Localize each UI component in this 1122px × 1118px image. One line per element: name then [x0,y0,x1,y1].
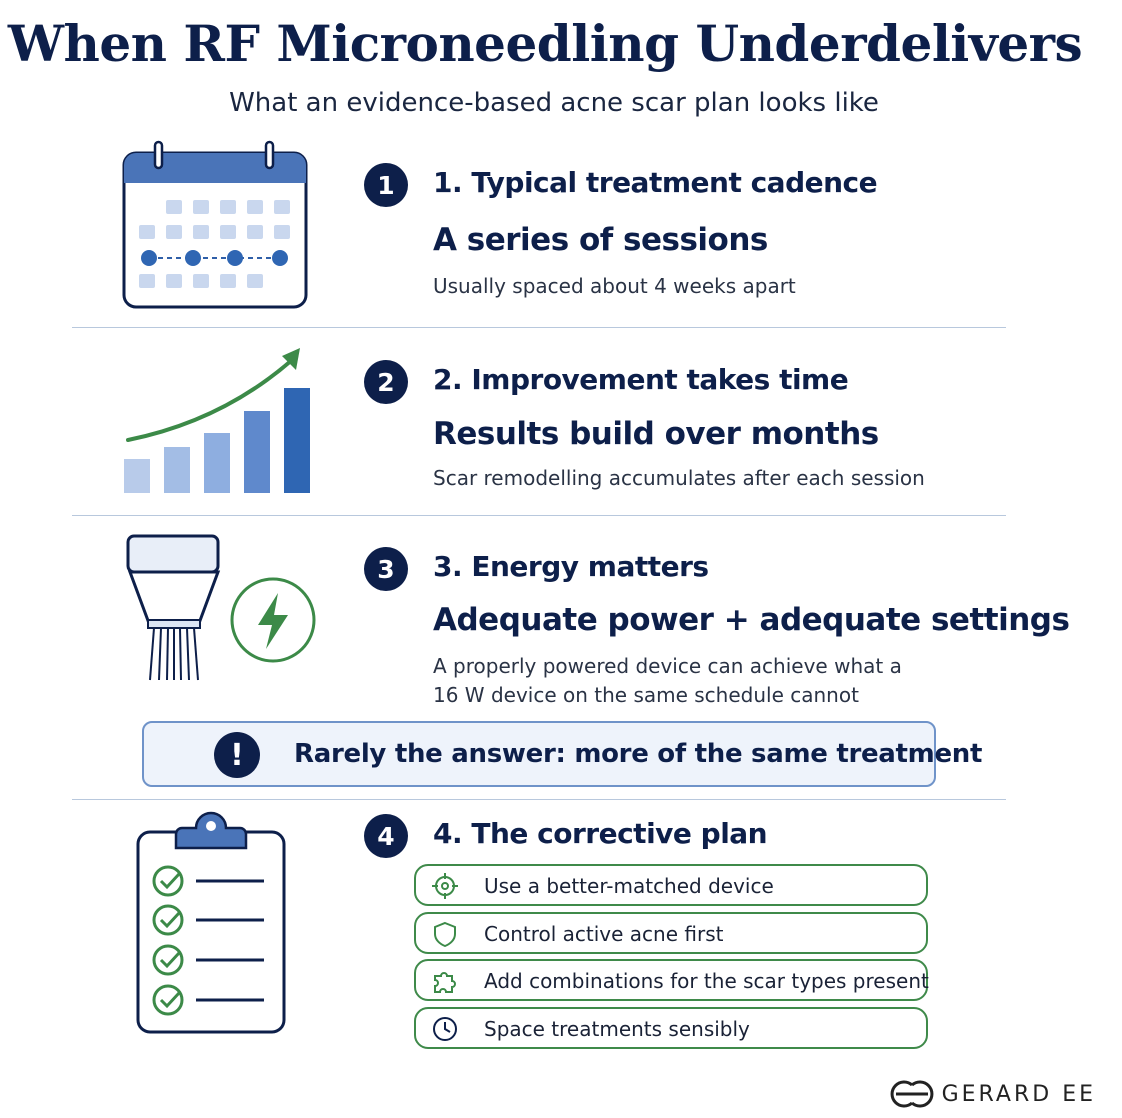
plan-item-label: Control active acne first [484,922,724,946]
warning-callout: ! Rarely the answer: more of the same tr… [142,721,982,787]
brand-logo: GERARD EE [890,1079,1096,1109]
shield-icon [434,921,456,947]
section-headline: Adequate power + adequate settings [433,602,1070,638]
clipboard-checklist-icon [136,810,286,1034]
plan-item-label: Add combinations for the scar types pres… [484,969,929,993]
section-heading: 1. Typical treatment cadence [433,166,878,199]
plan-item-label: Use a better-matched device [484,874,774,898]
exclamation-icon: ! [214,732,260,778]
plan-item-label: Space treatments sensibly [484,1017,750,1041]
section-heading: 4. The corrective plan [433,817,768,850]
plan-item: Use a better-matched device [414,864,928,906]
section-divider [72,799,1006,800]
target-icon [432,873,458,899]
puzzle-icon [434,972,456,993]
section-headline: Results build over months [433,416,879,452]
page-title: When RF Microneedling Underdelivers [7,14,1083,73]
section-heading: 3. Energy matters [433,550,709,583]
growth-chart-icon [122,346,312,496]
step-number-badge: 1 [364,163,408,207]
section-divider [72,515,1006,516]
section-description-line-1: A properly powered device can achieve wh… [433,654,902,678]
section-description: Scar remodelling accumulates after each … [433,466,925,490]
callout-text: Rarely the answer: more of the same trea… [294,739,983,769]
section-heading: 2. Improvement takes time [433,363,849,396]
calendar-icon [122,140,308,310]
plan-item: Control active acne first [414,912,928,954]
rf-handpiece-icon [126,534,222,684]
lightning-bolt-icon [228,575,318,665]
step-number-badge: 3 [364,547,408,591]
section-description-line-2: 16 W device on the same schedule cannot [433,683,859,707]
section-headline: A series of sessions [433,222,768,258]
brand-mark-icon [890,1080,934,1108]
section-divider [72,327,1006,328]
plan-item: Space treatments sensibly [414,1007,928,1049]
brand-name: GERARD EE [941,1081,1096,1107]
step-number-badge: 4 [364,814,408,858]
clock-icon [433,1017,457,1041]
plan-item: Add combinations for the scar types pres… [414,959,929,1001]
section-description: Usually spaced about 4 weeks apart [433,274,796,298]
page-subtitle: What an evidence-based acne scar plan lo… [229,88,879,118]
step-number-badge: 2 [364,360,408,404]
